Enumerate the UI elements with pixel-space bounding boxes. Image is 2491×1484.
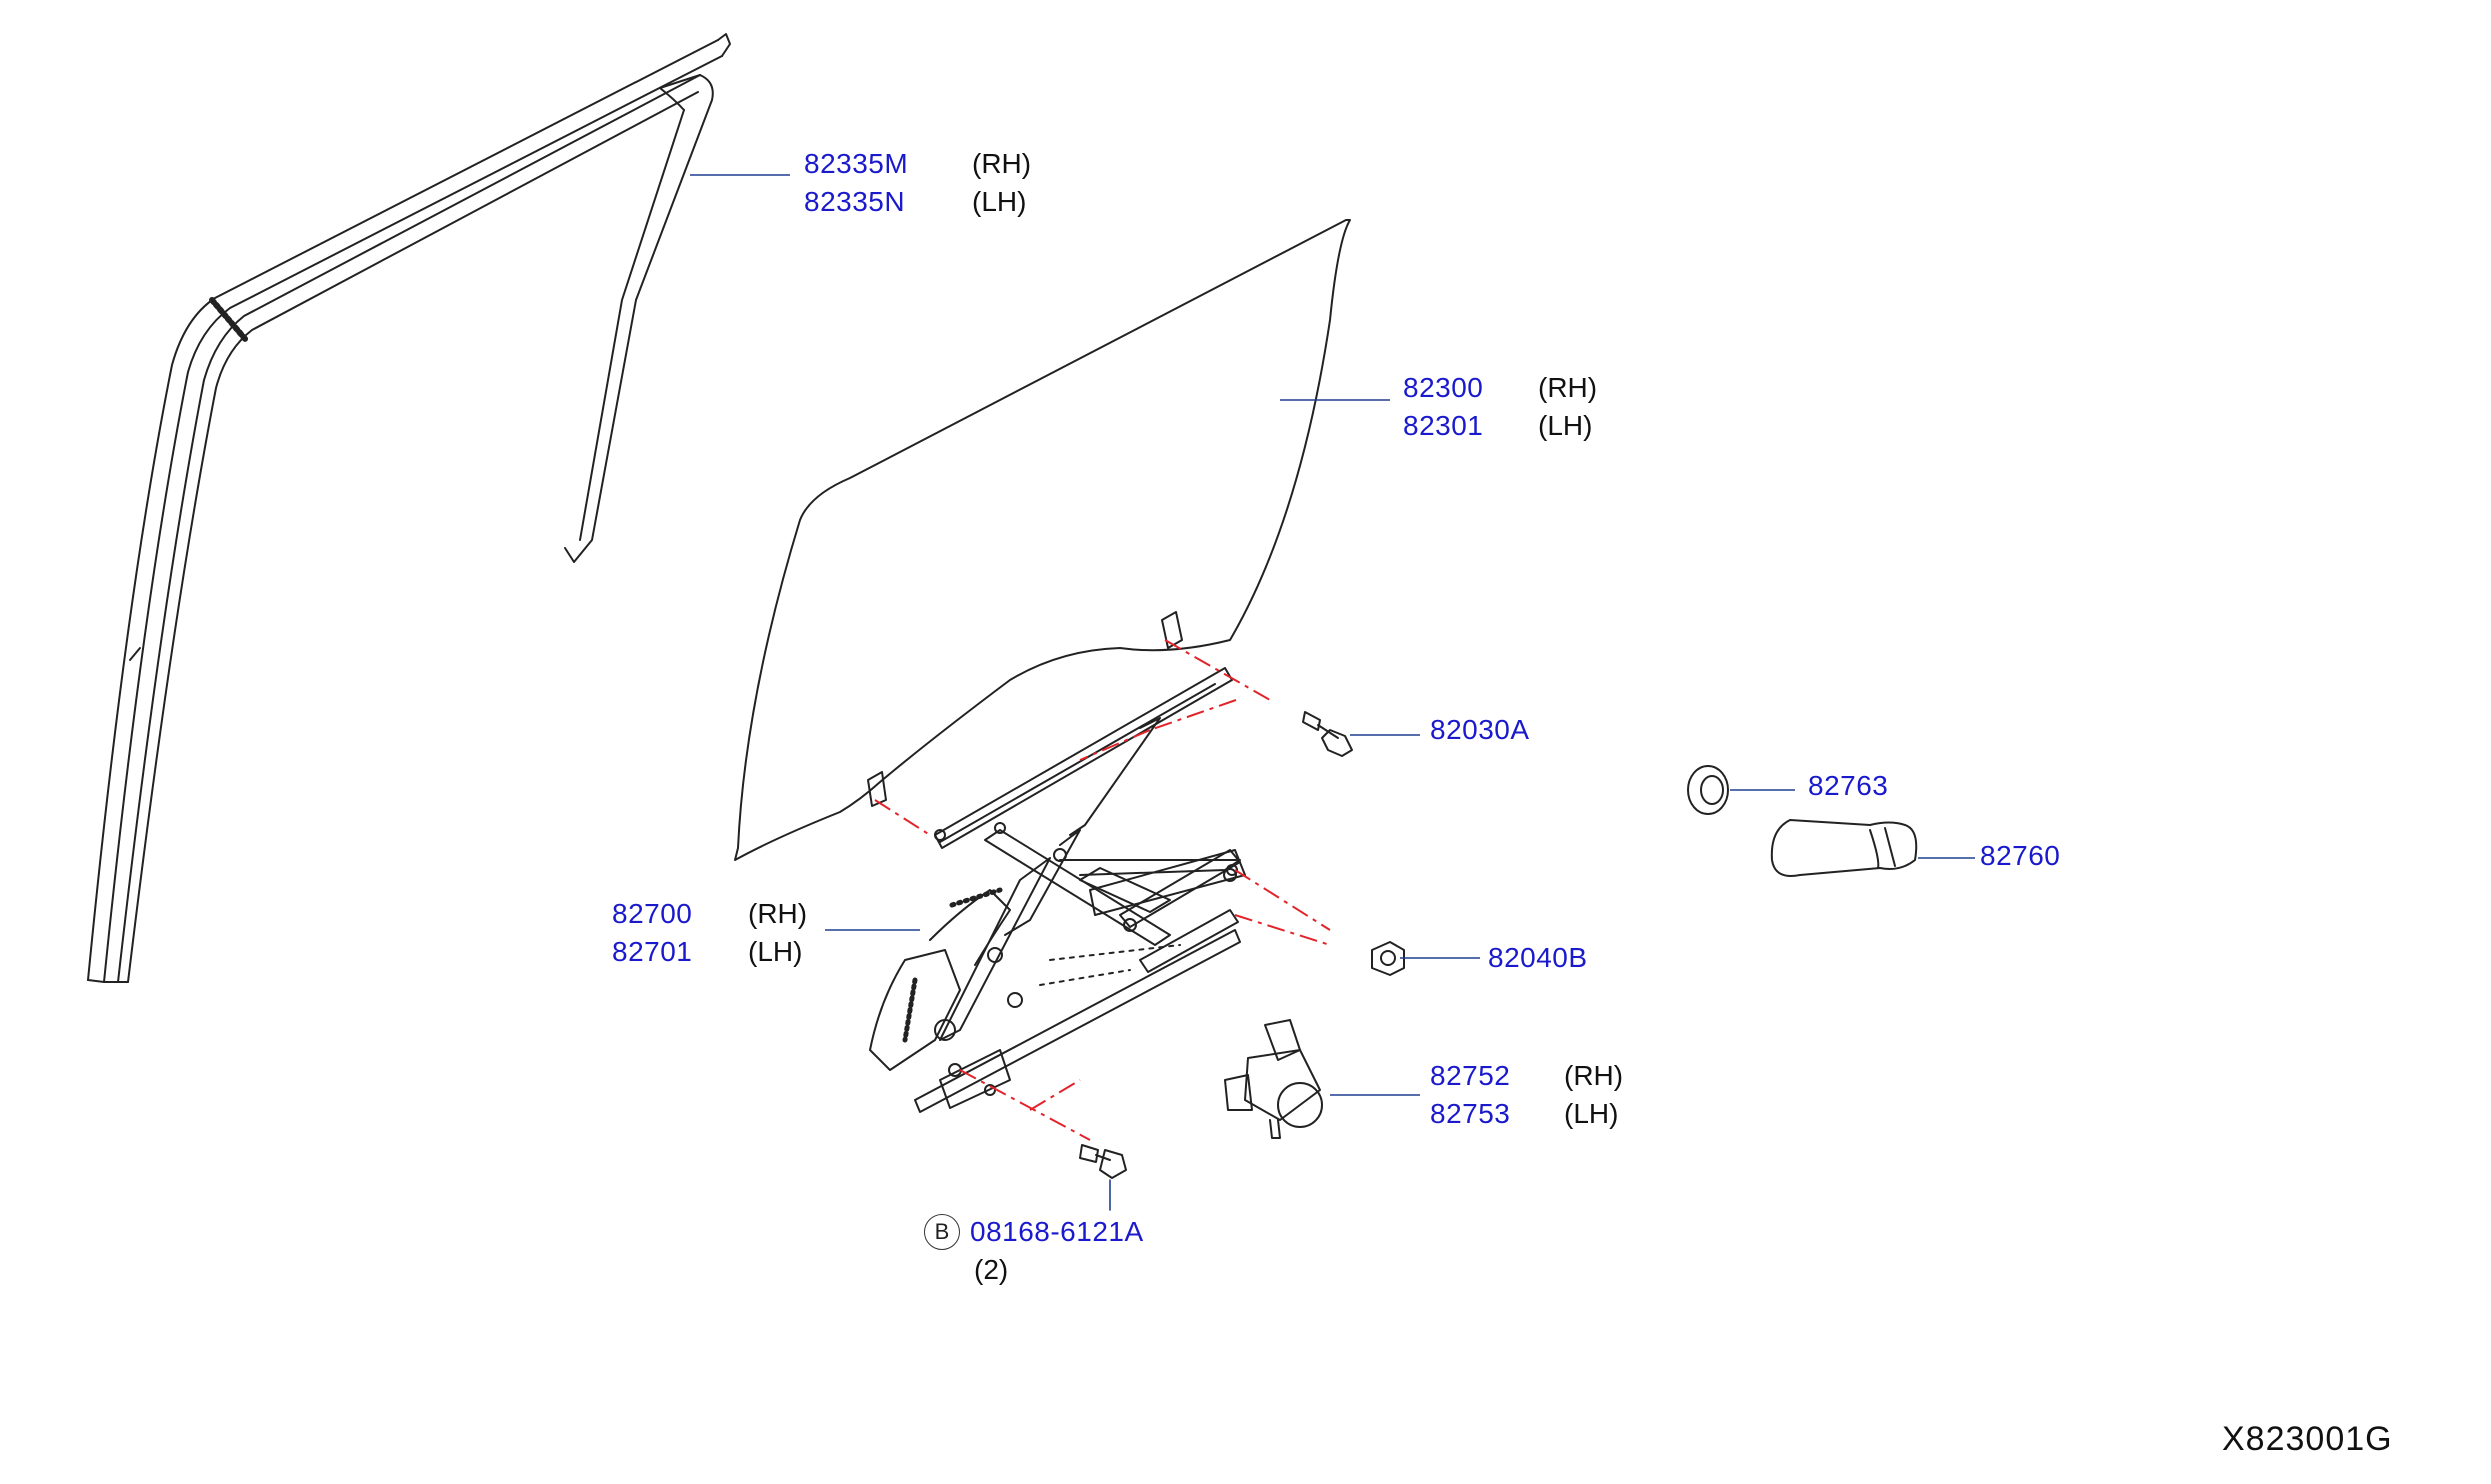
side-label-rh: (RH) xyxy=(972,148,1032,179)
side-label-lh: (LH) xyxy=(1538,410,1593,441)
assembly-dash-lines xyxy=(874,639,1331,1141)
diagram-code: X823001G xyxy=(2222,1420,2393,1458)
side-label-lh: (LH) xyxy=(748,936,803,967)
part-number-82335N[interactable]: 82335N xyxy=(804,186,906,217)
leader-lines xyxy=(690,174,1975,1096)
handle-drawing xyxy=(1770,819,1918,877)
part-number-82701[interactable]: 82701 xyxy=(612,936,693,967)
door-glass-drawing xyxy=(734,219,1351,861)
reference-badge: B xyxy=(924,1214,960,1250)
part-number-82752[interactable]: 82752 xyxy=(1430,1060,1511,1091)
side-label-rh: (RH) xyxy=(1564,1060,1624,1091)
sash-weatherstrip-drawing xyxy=(87,33,731,983)
part-number-82753[interactable]: 82753 xyxy=(1430,1098,1511,1129)
part-number-82040B[interactable]: 82040B xyxy=(1488,942,1588,973)
part-number-82763[interactable]: 82763 xyxy=(1808,770,1889,801)
part-number-82300[interactable]: 82300 xyxy=(1403,372,1484,403)
motor-drawing xyxy=(1224,1019,1323,1139)
part-number-82030A[interactable]: 82030A xyxy=(1430,714,1530,745)
bolt-regulator-drawing xyxy=(1079,1144,1127,1211)
nut-drawing xyxy=(1371,941,1405,976)
part-number-82760[interactable]: 82760 xyxy=(1980,840,2061,871)
side-label-lh: (LH) xyxy=(972,186,1027,217)
side-label-lh: (LH) xyxy=(1564,1098,1619,1129)
part-number-08168-6121A[interactable]: 08168-6121A xyxy=(970,1216,1144,1247)
side-label-rh: (RH) xyxy=(1538,372,1598,403)
bolt-glass-drawing xyxy=(1302,711,1353,757)
window-regulator-drawing xyxy=(869,667,1246,1113)
part-number-82335M[interactable]: 82335M xyxy=(804,148,909,179)
side-label-rh: (RH) xyxy=(748,898,808,929)
part-number-82700[interactable]: 82700 xyxy=(612,898,693,929)
part-number-82301[interactable]: 82301 xyxy=(1403,410,1484,441)
quantity-label: (2) xyxy=(974,1254,1009,1285)
grommet-drawing xyxy=(1687,765,1729,815)
